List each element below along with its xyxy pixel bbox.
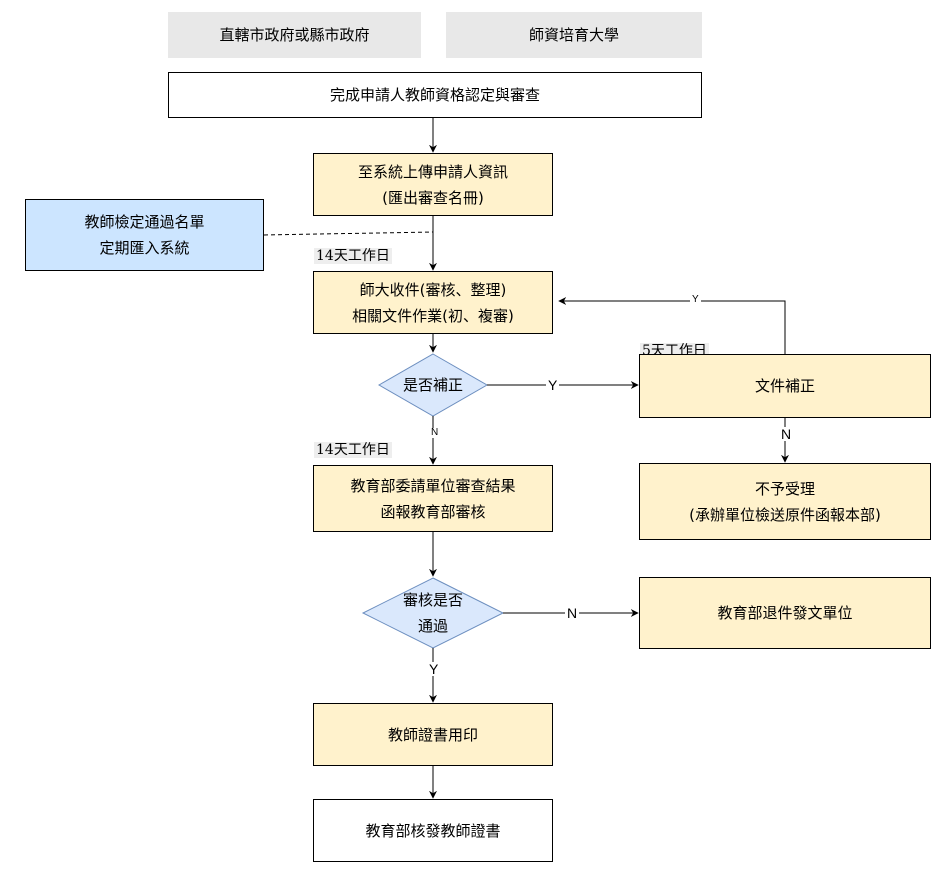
node-not-accepted-line1: 不予受理 (754, 479, 815, 498)
edge-label-approve-no: N (565, 605, 580, 621)
lane-header-government-label: 直轄市政府或縣市政府 (219, 26, 370, 44)
node-issue-certificate-label: 教育部核發教師證書 (365, 821, 501, 840)
node-receive-documents: 師大收件(審核、整理) 相關文件作業(初、複審) (313, 271, 553, 334)
node-certificate-seal: 教師證書用印 (313, 703, 553, 766)
node-certificate-seal-label: 教師證書用印 (387, 725, 478, 744)
lane-header-university: 師資培育大學 (446, 12, 702, 58)
decision-need-fix: 是否補正 (379, 354, 487, 416)
arrow-docfix-loop-back (558, 297, 786, 354)
decision-approved-line2: 通過 (417, 617, 448, 635)
edge-label-fix-yes: Y (546, 377, 560, 393)
decision-approved-line1: 審核是否 (402, 591, 463, 609)
node-document-fix-label: 文件補正 (754, 377, 815, 395)
dashed-import-connector (263, 231, 434, 236)
node-issue-certificate: 教育部核發教師證書 (313, 799, 553, 862)
node-upload-applicant-info: 至系統上傳申請人資訊 (匯出審查名冊) (313, 153, 553, 216)
node-return-documents: 教育部退件發文單位 (639, 577, 931, 649)
node-upload-line1: 至系統上傳申請人資訊 (357, 162, 508, 181)
edge-label-fix-no: N (429, 427, 441, 438)
lane-header-government: 直轄市政府或縣市政府 (168, 12, 421, 58)
node-moe-review-line1: 教育部委請單位審查結果 (350, 476, 516, 495)
decision-need-fix-label: 是否補正 (402, 376, 463, 394)
node-upload-line2: (匯出審查名冊) (382, 188, 484, 207)
node-moe-review-line2: 函報教育部審核 (380, 502, 486, 521)
note-14-days-second: 14天工作日 (314, 442, 392, 458)
node-exam-list-import: 教師檢定通過名單 定期匯入系統 (25, 199, 264, 271)
node-complete-review-label: 完成申請人教師資格認定與審查 (329, 86, 540, 104)
edge-label-loop-yes: Y (690, 294, 701, 305)
lane-header-university-label: 師資培育大學 (528, 26, 619, 44)
decision-approved: 審核是否 通過 (363, 578, 503, 648)
node-return-documents-label: 教育部退件發文單位 (717, 604, 853, 622)
note-14-days-first: 14天工作日 (314, 248, 392, 264)
node-exam-line1: 教師檢定通過名單 (84, 213, 205, 231)
edge-label-docfix-no: N (779, 426, 794, 442)
edge-label-approve-yes: Y (427, 661, 441, 677)
node-not-accepted-line2: (承辦單位檢送原件函報本部) (689, 505, 881, 524)
node-document-fix: 文件補正 (639, 354, 931, 418)
node-complete-review: 完成申請人教師資格認定與審查 (168, 72, 702, 118)
node-exam-line2: 定期匯入系統 (99, 239, 190, 257)
node-receive-line1: 師大收件(審核、整理) (359, 280, 507, 299)
node-not-accepted: 不予受理 (承辦單位檢送原件函報本部) (639, 463, 931, 540)
node-receive-line2: 相關文件作業(初、複審) (352, 306, 514, 325)
node-moe-review-result: 教育部委請單位審查結果 函報教育部審核 (313, 465, 553, 532)
